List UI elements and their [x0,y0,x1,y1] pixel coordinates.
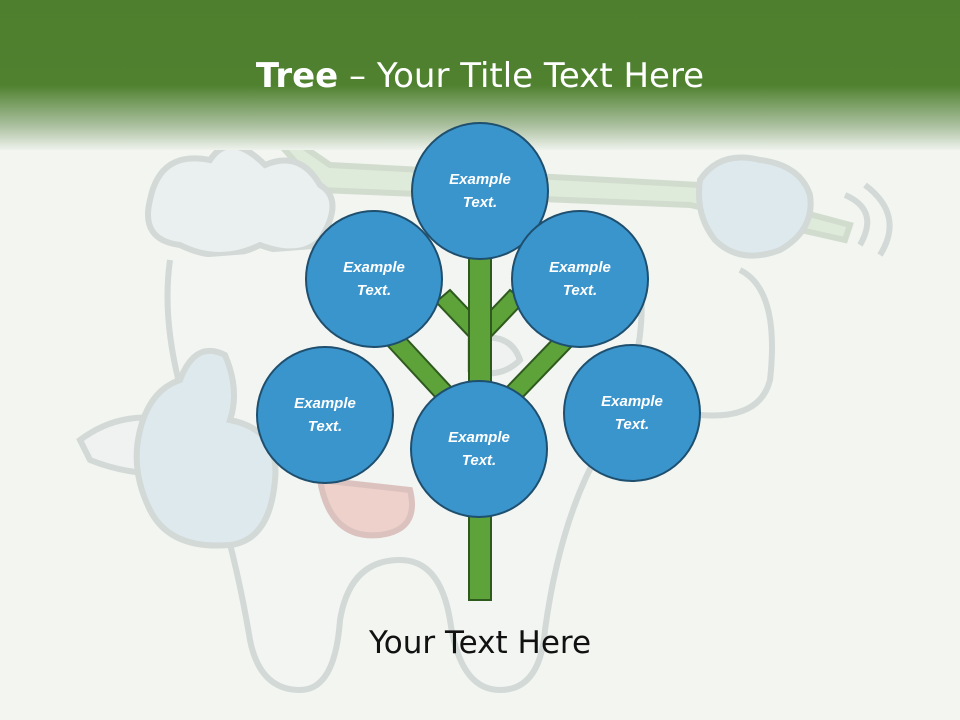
footer-text: Your Text Here [368,625,592,661]
title-rest: – Your Title Text Here [338,56,705,96]
node-text: Example Text. [294,395,356,435]
node-text: Example Text. [549,259,611,299]
node-text: Example Text. [601,393,663,433]
node-text: Example Text. [343,259,405,299]
page-title: Tree – Your Title Text Here [0,52,960,100]
title-bold: Tree [255,56,339,96]
tree-node-lower-left: Example Text. [256,346,394,484]
tree-node-lower-right: Example Text. [563,344,701,482]
tree-node-upper-right: Example Text. [511,210,649,348]
node-text: Example Text. [449,171,511,211]
tree-node-upper-left: Example Text. [305,210,443,348]
node-text: Example Text. [448,429,510,469]
tree-node-center: Example Text. [410,380,548,518]
